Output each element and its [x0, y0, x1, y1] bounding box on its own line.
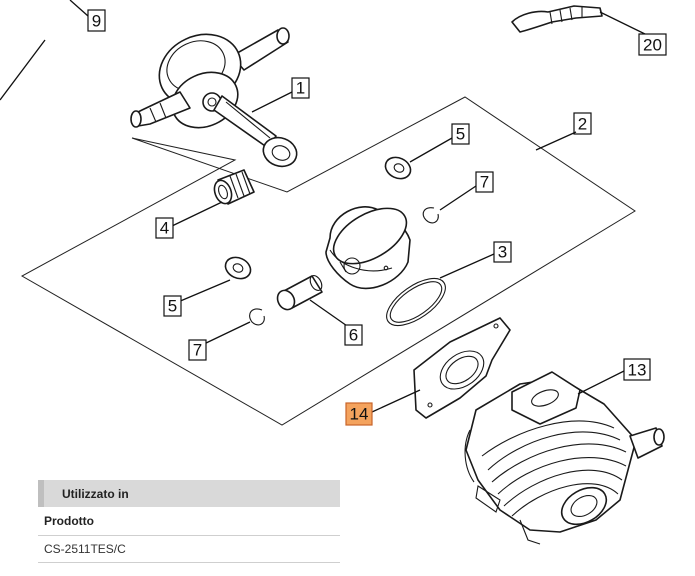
part-circlip-upper[interactable]: [422, 207, 439, 224]
callout-label: 20: [643, 36, 662, 55]
callout-label: 2: [578, 115, 587, 134]
callout-3[interactable]: 3: [493, 241, 512, 263]
callout-7-lower[interactable]: 7: [188, 339, 207, 361]
callout-label: 5: [456, 125, 465, 144]
part-crankshaft[interactable]: [130, 21, 301, 171]
part-piston-pin[interactable]: [274, 274, 324, 313]
callout-13[interactable]: 13: [623, 358, 651, 381]
callout-4[interactable]: 4: [155, 217, 174, 239]
leader-7b: [203, 321, 251, 345]
callout-20[interactable]: 20: [638, 33, 667, 56]
callout-label: 4: [160, 219, 169, 238]
part-piston-ring[interactable]: [379, 269, 453, 334]
callout-7-upper[interactable]: 7: [475, 171, 494, 193]
callout-1[interactable]: 1: [291, 77, 310, 99]
part-washer-upper[interactable]: [382, 153, 414, 182]
product-row[interactable]: CS-2511TES/C: [38, 536, 340, 563]
leader-5b: [177, 279, 231, 303]
callout-label: 7: [193, 341, 202, 360]
leader-14: [371, 389, 421, 413]
leader-4: [171, 201, 223, 227]
callout-14[interactable]: 14: [345, 402, 373, 426]
part-cylinder-gasket[interactable]: [413, 317, 511, 419]
callout-label: 7: [480, 173, 489, 192]
callout-9[interactable]: 9: [87, 9, 106, 32]
callout-label: 5: [168, 297, 177, 316]
callout-label: 3: [498, 243, 507, 262]
callout-label: 9: [92, 12, 101, 31]
part-circlip-lower[interactable]: [249, 308, 265, 326]
assembly-frame: [20, 96, 636, 426]
callout-label: 1: [296, 79, 305, 98]
callout-5-upper[interactable]: 5: [451, 123, 470, 145]
callout-label: 6: [349, 326, 358, 345]
callout-label: 14: [350, 405, 369, 424]
leader-13: [577, 369, 627, 395]
callout-label: 13: [628, 361, 647, 380]
part-cylinder[interactable]: [464, 371, 665, 545]
leader-edge: [0, 39, 46, 101]
callout-6[interactable]: 6: [344, 324, 363, 346]
leader-5a: [409, 137, 453, 163]
usage-header: Utilizzato in: [38, 480, 340, 507]
leader-1: [251, 89, 297, 113]
callout-2[interactable]: 2: [573, 112, 592, 135]
part-piston[interactable]: [324, 197, 415, 290]
usage-table: Utilizzato in Prodotto CS-2511TES/C: [38, 480, 340, 563]
callout-5-lower[interactable]: 5: [163, 295, 182, 317]
part-needle-bearing[interactable]: [211, 169, 255, 206]
product-column-header: Prodotto: [38, 507, 340, 536]
leader-20: [599, 11, 646, 35]
leader-7a: [439, 185, 477, 211]
leader-6: [309, 299, 351, 329]
part-fuel-line[interactable]: [511, 5, 603, 33]
part-washer-lower[interactable]: [222, 253, 254, 282]
leader-2: [535, 131, 577, 151]
leader-9: [69, 0, 89, 17]
leader-3: [439, 253, 495, 279]
